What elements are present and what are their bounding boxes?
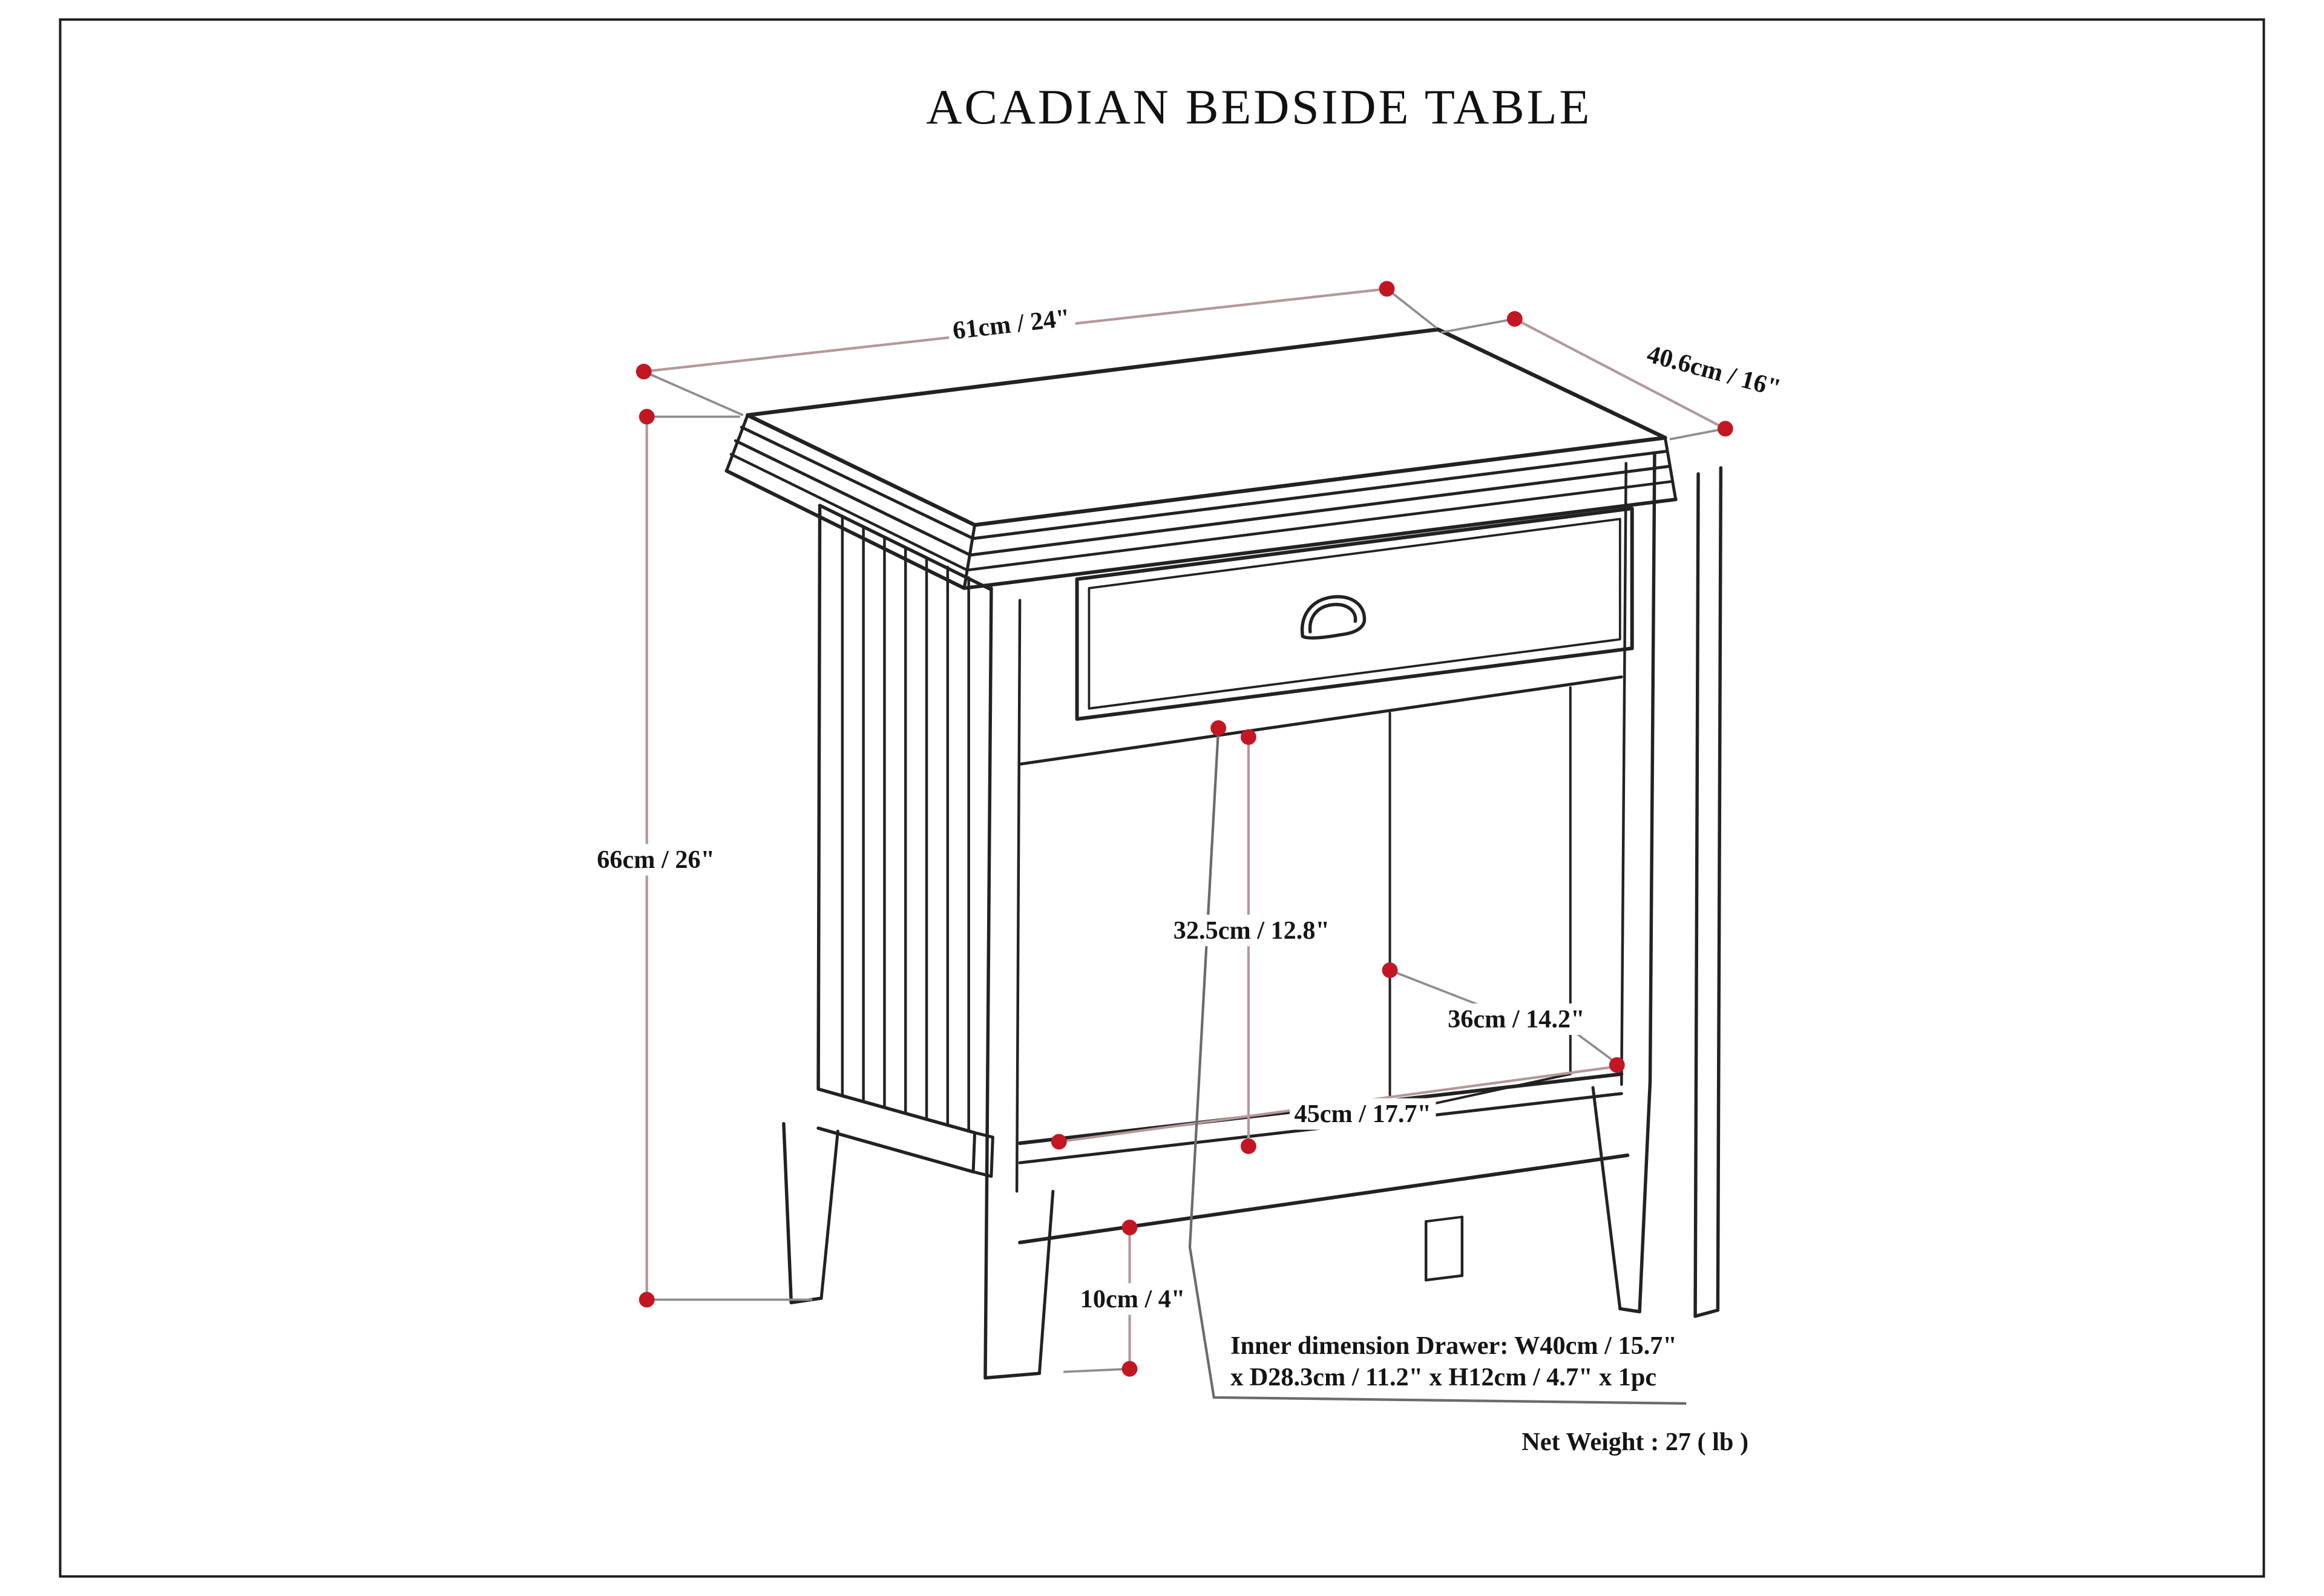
dim-label-group-height: 66cm / 26" — [592, 844, 720, 876]
furniture-line — [1663, 436, 1678, 501]
furniture-line — [1018, 675, 1623, 766]
furniture-line — [1618, 1307, 1641, 1313]
dim-label-height: 66cm / 26" — [597, 846, 715, 874]
drawer-inner-dimension-text: x D28.3cm / 11.2" x H12cm / 4.7" x 1pc — [1230, 1363, 1656, 1391]
dim-label-bg — [1639, 337, 1789, 406]
furniture-line — [729, 453, 1675, 572]
drawer-handle-icon — [1300, 595, 1367, 640]
dim-label-bg — [592, 844, 720, 876]
furniture-line — [983, 1371, 1042, 1380]
dimension-dot — [1121, 1220, 1138, 1236]
dimension-dot — [1609, 1057, 1625, 1073]
leader-line — [1669, 427, 1726, 441]
leader-line — [1063, 1367, 1130, 1373]
furniture-line — [816, 1126, 975, 1174]
furniture-line — [971, 1131, 994, 1178]
furniture-line — [1638, 1080, 1652, 1313]
dimension-dot — [638, 409, 655, 425]
furniture-line — [1425, 1215, 1463, 1223]
dimension-dot — [1382, 962, 1398, 979]
notes: Inner dimension Drawer: W40cm / 15.7" x D… — [1230, 1332, 1748, 1456]
furniture-line — [816, 1087, 977, 1135]
dim-label-bg — [1443, 1003, 1589, 1036]
dimension-dot — [1240, 729, 1256, 745]
dim-line-depth-40-6cm — [1514, 318, 1726, 430]
dim-label-bg — [1169, 915, 1334, 947]
dim-label-opening-height: 32.5cm / 12.8" — [1173, 916, 1330, 945]
furniture-line — [1591, 1086, 1622, 1310]
furniture-line — [985, 586, 993, 1190]
dim-label-leg-height: 10cm / 4" — [1080, 1285, 1186, 1313]
dimension-dot — [1210, 720, 1227, 736]
dim-label-bg — [1290, 1098, 1436, 1130]
dimension-dot — [1717, 421, 1733, 437]
leader-line — [1386, 287, 1437, 329]
furniture-line — [1693, 472, 1700, 1318]
furniture-line — [782, 1121, 793, 1305]
page-title: ACADIAN BEDSIDE TABLE — [926, 79, 1592, 134]
furniture-line — [1075, 507, 1634, 721]
furniture-line — [1716, 466, 1723, 1312]
dim-label-group-shelf-depth: 36cm / 14.2" — [1443, 1003, 1589, 1036]
furniture-line — [1693, 1309, 1720, 1318]
dimension-dot — [1240, 1138, 1256, 1154]
dim-label-shelf-width: 45cm / 17.7" — [1295, 1100, 1431, 1128]
furniture-line — [724, 413, 749, 473]
furniture-drawing — [724, 327, 1723, 1380]
furniture-line — [1088, 517, 1621, 710]
furniture-line — [816, 504, 822, 1091]
furniture-line — [983, 1186, 989, 1380]
net-weight-text: Net Weight : 27 ( lb ) — [1521, 1428, 1748, 1456]
dimension-dot — [1506, 310, 1523, 327]
furniture-line — [1015, 599, 1022, 1193]
furniture-line — [1648, 451, 1656, 1083]
leader-line — [1575, 1032, 1618, 1065]
dimension-dots — [635, 281, 1733, 1377]
annotation-callout-line — [1188, 727, 1687, 1405]
leader-line — [643, 370, 744, 416]
furniture-line — [1037, 1189, 1055, 1375]
dimension-dot — [1121, 1361, 1138, 1377]
dim-label-group-shelf-width: 45cm / 17.7" — [1290, 1098, 1436, 1130]
drawer-handle-icon — [1308, 603, 1357, 634]
furniture-line — [1018, 1153, 1630, 1244]
dimension-dot — [638, 1292, 655, 1308]
dim-label-group-width: 61cm / 24" — [947, 301, 1077, 347]
dimension-dot — [1379, 281, 1395, 297]
dim-label-bg — [947, 301, 1077, 347]
leader-lines — [643, 287, 1726, 1373]
dim-label-shelf-depth: 36cm / 14.2" — [1448, 1005, 1584, 1034]
leader-line — [1389, 969, 1479, 1006]
page-border — [59, 18, 2265, 1578]
leader-line — [1440, 318, 1515, 334]
dimension-dot — [1051, 1134, 1067, 1150]
furniture-line — [1620, 462, 1627, 1086]
dim-label-bg — [1075, 1283, 1190, 1315]
dim-label-group-opening-height: 32.5cm / 12.8" — [1169, 915, 1334, 947]
furniture-line — [1424, 1274, 1464, 1282]
dimension-labels: 61cm / 24" 40.6cm / 16" 66cm / 26" 32.5cm /… — [592, 301, 1789, 1315]
dim-label-group-leg-height: 10cm / 4" — [1075, 1283, 1190, 1315]
dim-label-depth: 40.6cm / 16" — [1644, 340, 1784, 402]
furniture-line — [819, 1129, 839, 1300]
callout-line — [1188, 727, 1687, 1405]
drawer-inner-dimension-text: Inner dimension Drawer: W40cm / 15.7" — [1230, 1332, 1677, 1360]
dimension-dot — [635, 363, 652, 379]
